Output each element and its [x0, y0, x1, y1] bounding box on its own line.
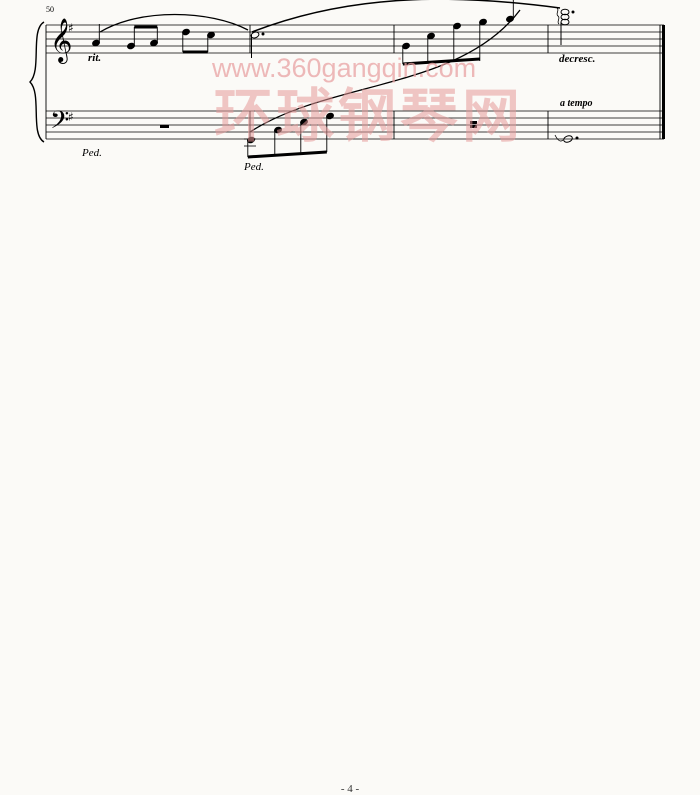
bass-clef-icon: 𝄢	[50, 106, 69, 141]
long-slur	[251, 0, 561, 33]
treble-final-chord	[556, 7, 575, 45]
watermark-chinese: 环球钢琴网	[214, 82, 524, 150]
grand-staff-brace	[29, 21, 45, 143]
rit-marking: rit.	[88, 52, 101, 64]
slur-m1	[99, 13, 249, 33]
pedal-mark-2: Ped.	[243, 161, 264, 173]
treble-half-note	[250, 31, 265, 58]
bass-slur	[249, 9, 521, 133]
bass-quarter-rest	[470, 121, 477, 128]
pedal-mark-1: Ped.	[81, 147, 102, 159]
treble-clef-icon: 𝄞	[50, 18, 72, 64]
a-tempo-marking: a tempo	[560, 98, 593, 109]
page-number: - 4 -	[340, 783, 360, 795]
bass-final-note	[554, 134, 579, 143]
bass-whole-rest	[160, 125, 169, 128]
treble-arpeggio-m3	[402, 0, 514, 66]
barlines	[45, 25, 661, 139]
final-barline	[662, 25, 665, 139]
watermark-url: www.360gangqin.com	[211, 53, 476, 83]
staff-lines	[46, 24, 664, 140]
bass-sharp-icon: ♯	[68, 110, 74, 124]
decresc-marking: decresc.	[559, 53, 595, 65]
measure-number: 50	[46, 5, 54, 14]
treble-sharp-icon: ♯	[68, 21, 74, 35]
bass-arpeggio-m2	[244, 112, 334, 159]
treble-notes-m1	[92, 24, 215, 54]
